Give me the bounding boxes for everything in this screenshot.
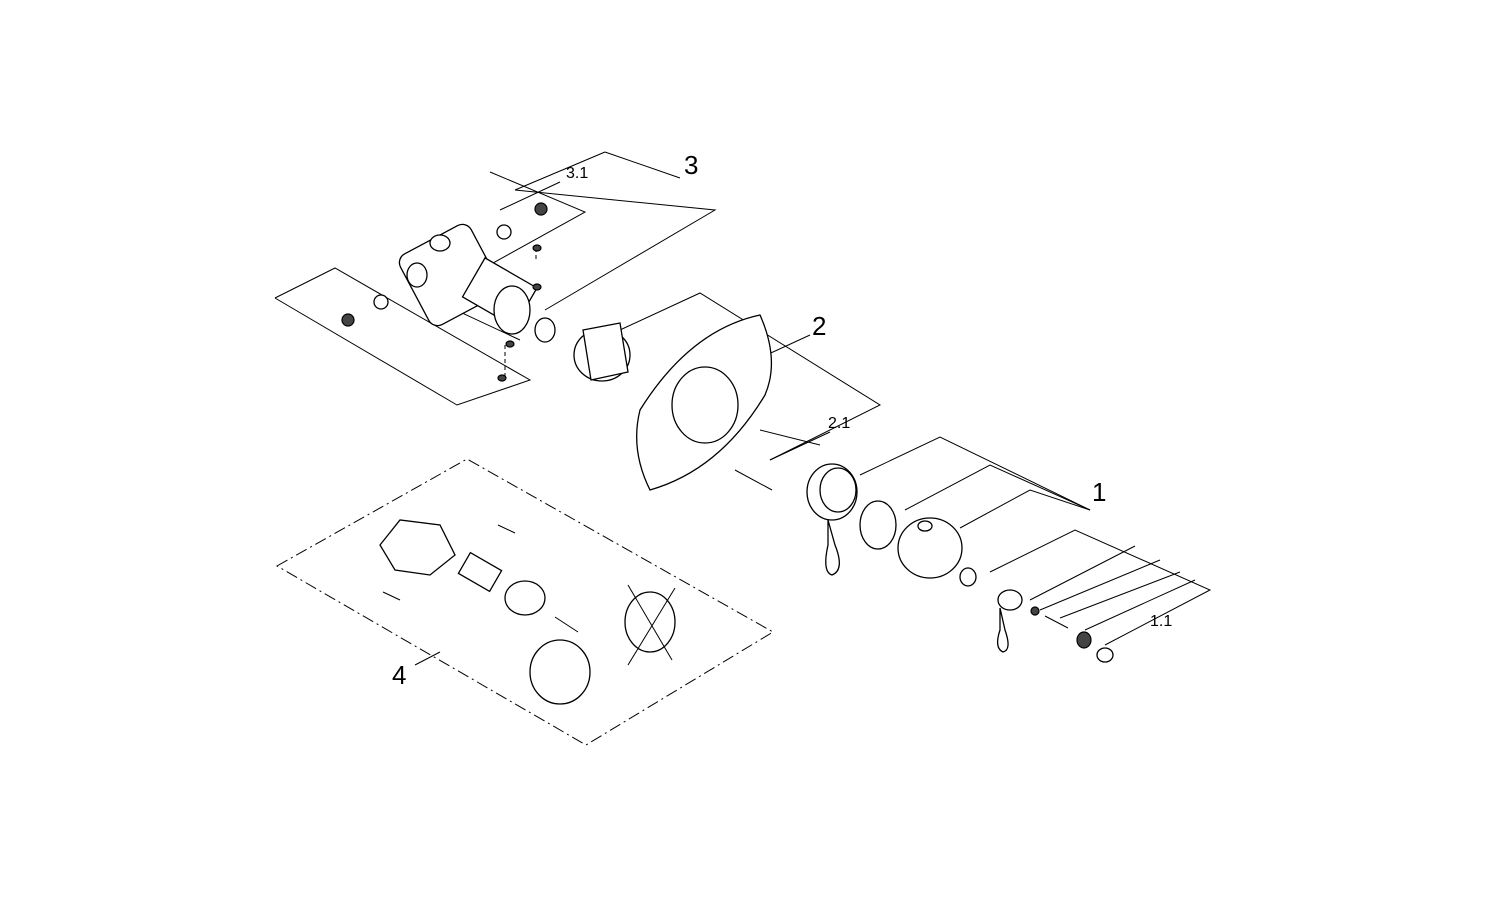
label-1: 1 bbox=[1092, 477, 1106, 507]
label-2: 2 bbox=[812, 311, 826, 341]
index-cap bbox=[1096, 647, 1114, 663]
bracket-1 bbox=[859, 436, 1091, 511]
label-1-1: 1.1 bbox=[1150, 613, 1172, 630]
part-group-1: 1 1.1 bbox=[806, 436, 1212, 663]
bracket-2 bbox=[619, 292, 882, 461]
part-group-2: 2.1 2 bbox=[573, 292, 882, 491]
part-group-3: 3.1 3 bbox=[274, 150, 717, 406]
o-ring bbox=[859, 500, 897, 550]
handle-lever bbox=[996, 607, 1009, 653]
lever bbox=[825, 519, 840, 576]
kit-boundary bbox=[275, 458, 774, 746]
label-3-1: 3.1 bbox=[566, 165, 588, 182]
kit-cartridge bbox=[457, 551, 503, 593]
kit-sleeve bbox=[529, 639, 591, 705]
part-group-4: 4 bbox=[275, 458, 774, 746]
handle-cover bbox=[897, 517, 963, 579]
label-2-1: 2.1 bbox=[828, 415, 850, 432]
label-4: 4 bbox=[392, 660, 406, 690]
bracket-3 bbox=[514, 151, 717, 311]
kit-housing bbox=[379, 519, 456, 576]
leader-3 bbox=[604, 151, 681, 179]
handle-hub bbox=[997, 589, 1023, 611]
plug-icon bbox=[534, 202, 548, 216]
bracket-3-lower bbox=[274, 267, 532, 406]
label-3: 3 bbox=[684, 150, 698, 180]
